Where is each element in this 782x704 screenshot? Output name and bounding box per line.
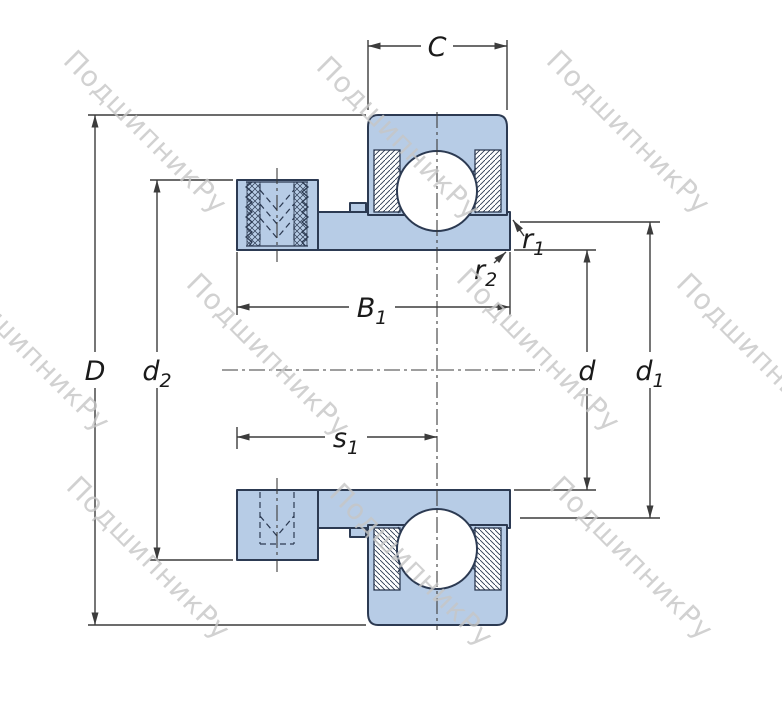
label-s1: s1 (333, 423, 359, 459)
watermark-text: ПодшипникРу (670, 267, 782, 444)
label-d: d (578, 356, 596, 387)
dimension-r2: r2 (474, 251, 507, 291)
label-r1: r1 (522, 224, 545, 260)
dimension-D: D (78, 114, 366, 626)
watermark-text: ПодшипникРу (57, 44, 234, 221)
locking-collar-top (236, 168, 319, 262)
label-d2: d2 (142, 356, 171, 392)
watermark-text: ПодшипникРу (450, 262, 627, 439)
watermark-layer: ПодшипникРу ПодшипникРу ПодшипникРу Подш… (0, 44, 782, 654)
inner-ring-step (349, 202, 367, 213)
dimension-d2: d2 (138, 179, 233, 561)
label-C: C (428, 32, 447, 63)
watermark-text: ПодшипникРу (0, 262, 117, 439)
watermark-text: ПодшипникРу (180, 267, 357, 444)
locking-collar-bottom (236, 478, 319, 572)
dimension-C: C (367, 30, 508, 110)
dimension-B1: B1 (236, 252, 511, 329)
hidden-screw-hole (259, 492, 295, 545)
label-D: D (85, 356, 106, 387)
set-screw (244, 168, 310, 262)
bearing-top-half (317, 114, 511, 251)
dimension-d1: d1 (520, 221, 670, 519)
label-B1: B1 (357, 293, 388, 329)
dimension-r1: r1 (512, 219, 545, 260)
watermark-text: ПодшипникРу (543, 470, 720, 647)
dimension-s1: s1 (236, 419, 437, 459)
watermark-text: ПодшипникРу (540, 44, 717, 221)
seal-left (373, 149, 401, 213)
label-r2: r2 (474, 255, 497, 291)
label-d1: d1 (635, 356, 664, 392)
watermark-text: ПодшипникРу (60, 470, 237, 647)
dimension-d: d (514, 249, 604, 491)
